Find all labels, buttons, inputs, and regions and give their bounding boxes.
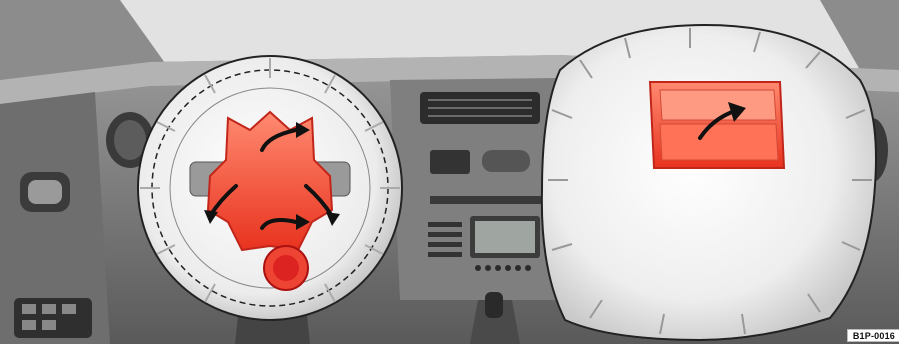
driver-airbag-module [206, 110, 334, 252]
figure-reference-code: B1P-0016 [846, 329, 899, 342]
left-a-pillar [0, 0, 170, 85]
door-handle-inner [28, 180, 62, 204]
hazard-switch-panel [430, 150, 470, 174]
left-door-panel [0, 92, 110, 344]
passenger-deployment-arrow-icon [698, 102, 746, 140]
gear-lever [470, 292, 520, 344]
window-switches [14, 298, 92, 338]
right-a-pillar [820, 0, 899, 90]
center-console [390, 78, 560, 300]
passenger-airbag-module [648, 81, 786, 169]
steering-wheel-airbag-icon [137, 55, 403, 321]
passenger-airbag-icon [540, 23, 877, 342]
